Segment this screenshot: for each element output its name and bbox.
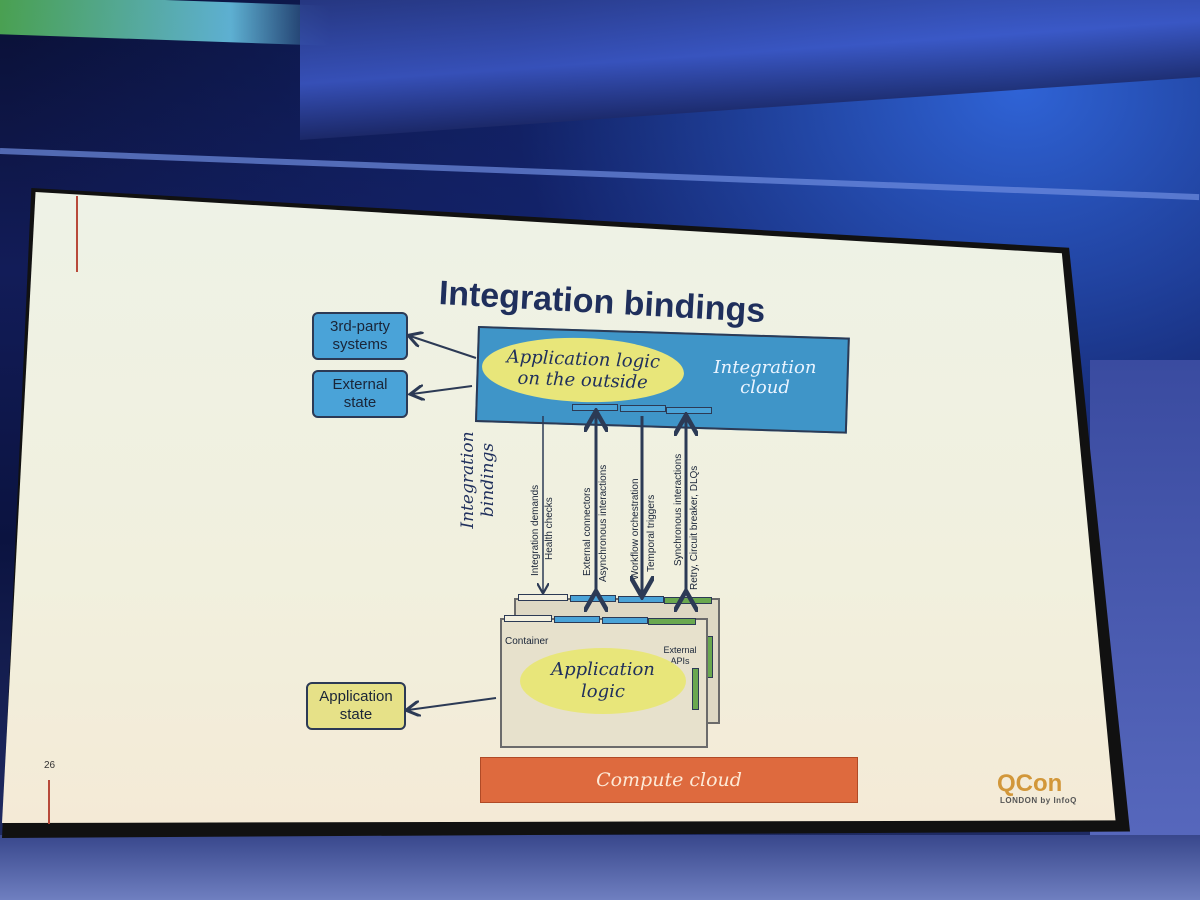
external-apis-label: External APIs xyxy=(663,645,697,666)
integration-cloud-label: Integration cloud xyxy=(713,357,817,398)
slide-accent-rule-bottom xyxy=(48,780,50,824)
application-logic-ellipse: Application logic xyxy=(520,648,686,714)
application-state-box: Application state xyxy=(306,682,406,730)
cloud-port xyxy=(620,405,666,412)
container-front-port xyxy=(554,616,600,623)
container-front-port xyxy=(504,615,552,622)
container-label: Container xyxy=(505,636,549,647)
qcon-logo: QCon xyxy=(997,770,1063,797)
lower-wall xyxy=(0,835,1200,900)
container-front-port xyxy=(648,618,696,625)
arrow-to-application-state xyxy=(408,697,497,710)
slide-accent-rule-top xyxy=(76,196,78,272)
arrow-to-external-state xyxy=(412,386,473,394)
container-front-port xyxy=(602,617,648,624)
container-front-side-port xyxy=(692,668,699,710)
compute-cloud-box: Compute cloud xyxy=(480,757,858,803)
external-state-box: External state xyxy=(312,370,408,418)
qcon-logo-subtitle: LONDON by InfoQ xyxy=(1000,796,1077,805)
page-number: 26 xyxy=(44,760,56,771)
arrow-to-third-party xyxy=(410,336,477,359)
third-party-systems-box: 3rd-party systems xyxy=(312,312,408,360)
